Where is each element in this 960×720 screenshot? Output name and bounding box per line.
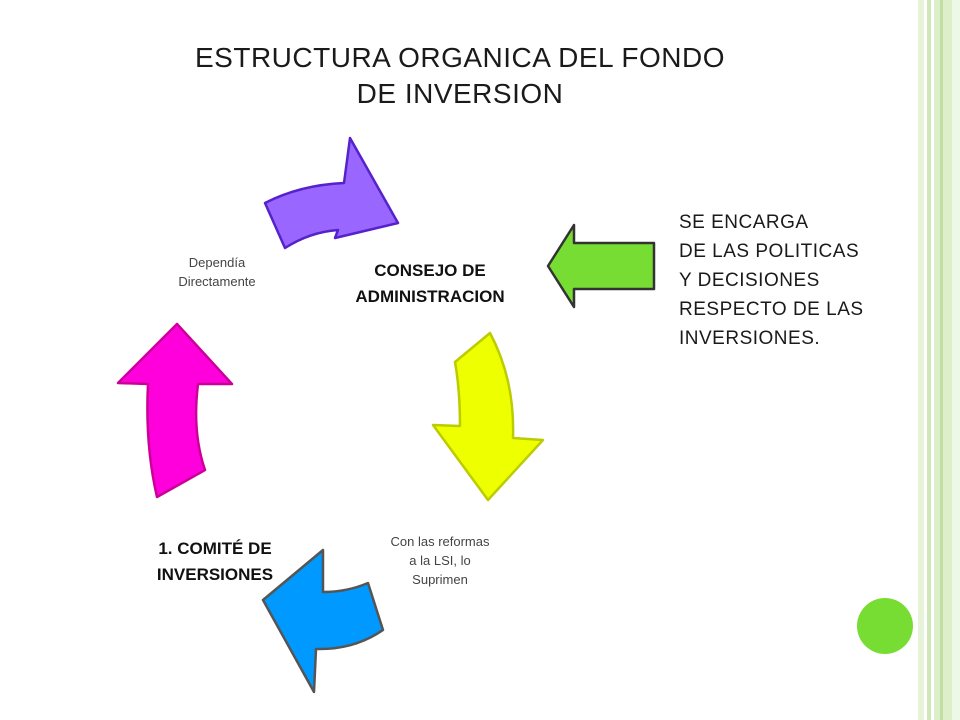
decor-stripe-5: [952, 0, 960, 720]
yellow-curved-arrow: [431, 331, 545, 502]
consejo-line-1: CONSEJO DE: [374, 261, 486, 280]
title-line-2: DE INVERSION: [356, 78, 564, 109]
purple-curved-arrow: [263, 136, 400, 250]
reformas-line-3: Suprimen: [412, 572, 468, 587]
reformas-label: Con las reformas a la LSI, lo Suprimen: [360, 532, 520, 589]
consejo-de-administracion-label: CONSEJO DE ADMINISTRACION: [330, 258, 530, 310]
title-line-1: ESTRUCTURA ORGANICA DEL FONDO: [195, 42, 725, 73]
comite-de-inversiones-label: 1. COMITÉ DE INVERSIONES: [120, 536, 310, 588]
description-line-5: INVERSIONES.: [679, 328, 821, 349]
green-left-arrow: [546, 223, 656, 309]
green-dot-decoration: [857, 598, 913, 654]
description-line-1: SE ENCARGA: [679, 212, 809, 233]
comite-line-1: 1. COMITÉ DE: [158, 539, 272, 558]
magenta-curved-arrow: [116, 322, 234, 499]
reformas-line-1: Con las reformas: [390, 534, 490, 549]
decor-stripe-4: [940, 0, 943, 720]
decor-stripe-2: [927, 0, 931, 720]
consejo-description: SE ENCARGA DE LAS POLITICAS Y DECISIONES…: [679, 208, 889, 353]
description-line-3: Y DECISIONES: [679, 270, 820, 291]
depende-line-1: Dependía: [188, 255, 246, 270]
decor-stripe-1: [918, 0, 924, 720]
depende-line-2: Directamente: [178, 274, 256, 289]
description-line-2: DE LAS POLITICAS: [679, 241, 860, 262]
consejo-line-2: ADMINISTRACION: [355, 287, 505, 306]
description-line-4: RESPECTO DE LAS: [679, 299, 864, 320]
comite-line-2: INVERSIONES: [156, 565, 274, 584]
blue-curved-arrow: [261, 548, 385, 694]
reformas-line-2: a la LSI, lo: [409, 553, 471, 568]
page-title: ESTRUCTURA ORGANICA DEL FONDO DE INVERSI…: [180, 40, 740, 112]
decor-stripe-3: [934, 0, 952, 720]
depende-label: Dependía Directamente: [142, 253, 292, 291]
